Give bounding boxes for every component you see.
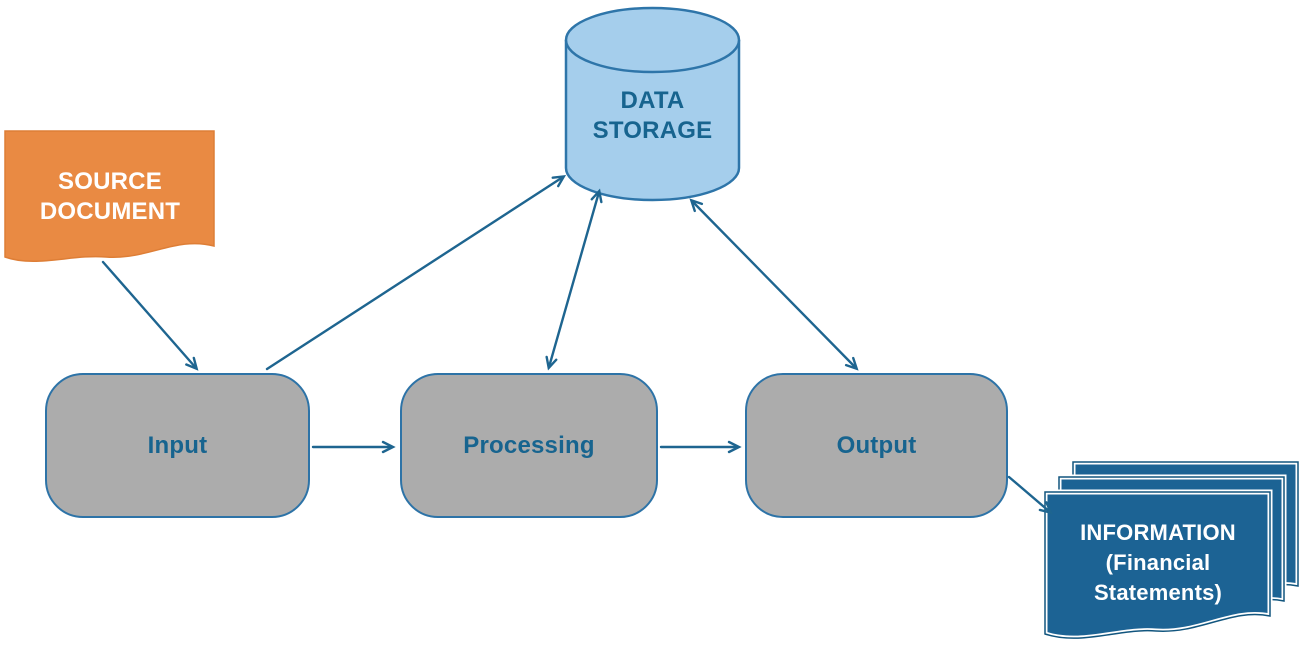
processing-node: Processing (400, 373, 658, 518)
output-label: Output (836, 431, 917, 459)
arrow-source-to-input (101, 260, 199, 371)
information-label: INFORMATION (Financial Statements) (1048, 518, 1268, 608)
source-document-label-line1: SOURCE (58, 168, 162, 195)
arrow-output-to-information (1007, 475, 1053, 515)
arrow-storage-output-two-way (689, 198, 859, 371)
arrow-storage-processing-two-way (545, 188, 603, 371)
data-storage-label: DATA STORAGE (566, 86, 739, 146)
arrow-input-to-storage (265, 174, 567, 371)
input-label: Input (147, 431, 208, 459)
input-node: Input (45, 373, 310, 518)
information-sheet-front (1042, 489, 1273, 641)
processing-label: Processing (463, 431, 595, 459)
source-document-label: SOURCE DOCUMENT (5, 167, 215, 227)
information-stack (1042, 459, 1301, 641)
data-storage-label-line2: STORAGE (592, 117, 713, 144)
information-label-line3: Statements) (1093, 580, 1223, 605)
information-label-line2: (Financial (1105, 550, 1211, 575)
output-node: Output (745, 373, 1008, 518)
source-document-shape (4, 130, 215, 263)
data-storage-label-line1: DATA (620, 87, 685, 114)
source-document-label-line2: DOCUMENT (39, 198, 181, 225)
information-label-line1: INFORMATION (1080, 520, 1236, 545)
data-storage-cylinder (564, 6, 741, 202)
